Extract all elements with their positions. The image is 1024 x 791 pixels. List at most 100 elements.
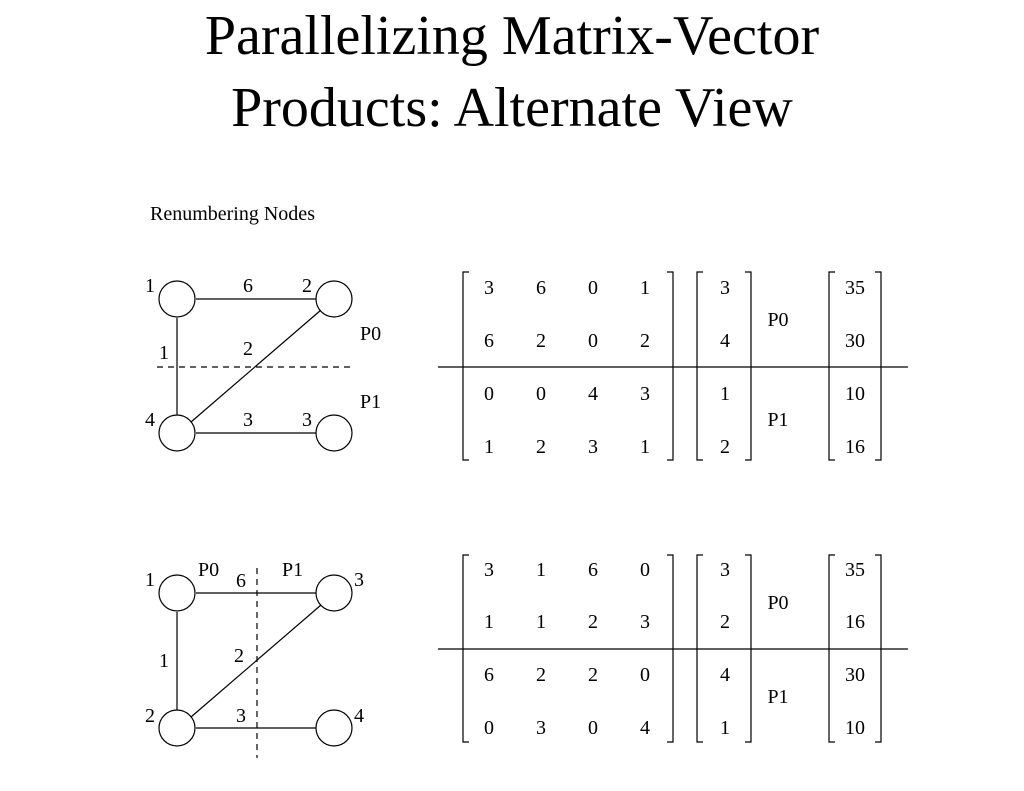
- result-cell: 16: [845, 611, 865, 633]
- bracket-right: [667, 271, 674, 461]
- node-label: 3: [302, 409, 312, 431]
- partition-label: P1: [767, 686, 788, 708]
- node-circle: [158, 709, 196, 747]
- matrix-cell: 1: [640, 277, 650, 299]
- result-cell: 35: [845, 277, 865, 299]
- matrix-cell: 3: [588, 436, 598, 458]
- slide-title: Parallelizing Matrix-Vector Products: Al…: [0, 0, 1024, 144]
- node-label: 2: [145, 705, 155, 727]
- edge-weight: 2: [234, 645, 244, 667]
- matrix-cell: 1: [484, 611, 494, 633]
- result-cell: 16: [845, 436, 865, 458]
- edge-weight: 6: [243, 275, 253, 297]
- title-line-1: Parallelizing Matrix-Vector: [204, 5, 820, 67]
- matrix-cell: 0: [484, 717, 494, 739]
- result-cell: 10: [845, 717, 865, 739]
- bracket-right: [745, 271, 752, 461]
- matrix-cell: 0: [484, 383, 494, 405]
- matrix-cell: 3: [640, 611, 650, 633]
- matrix-cell: 2: [536, 330, 546, 352]
- matrix-cell: 1: [536, 559, 546, 581]
- matrix-cell: 1: [536, 611, 546, 633]
- node-circle: [158, 414, 196, 452]
- edge-weight: 6: [236, 570, 246, 592]
- edge-weight: 2: [243, 338, 253, 360]
- matrix-cell: 0: [588, 717, 598, 739]
- node-circle: [315, 574, 353, 612]
- matrix-cell: 3: [484, 277, 494, 299]
- partition-label: P0: [198, 559, 219, 581]
- matrix-cell: 3: [484, 559, 494, 581]
- matrix-cell: 6: [484, 664, 494, 686]
- matrix-cell: 6: [484, 330, 494, 352]
- matrix-cell: 2: [588, 611, 598, 633]
- partition-label: P1: [282, 559, 303, 581]
- node-label: 1: [145, 569, 155, 591]
- partition-label: P0: [767, 592, 788, 614]
- vector-cell: 2: [720, 436, 730, 458]
- result-cell: 35: [845, 559, 865, 581]
- result-cell: 30: [845, 330, 865, 352]
- node-label: 2: [302, 275, 312, 297]
- bracket-left: [462, 271, 469, 461]
- vector-cell: 3: [720, 277, 730, 299]
- matrix-cell: 1: [484, 436, 494, 458]
- node-circle: [158, 280, 196, 318]
- vector-cell: 4: [720, 664, 730, 686]
- matrix-cell: 2: [536, 436, 546, 458]
- node-circle: [315, 709, 353, 747]
- vector-cell: 1: [720, 717, 730, 739]
- result-cell: 30: [845, 664, 865, 686]
- edge-weight: 1: [159, 650, 169, 672]
- node-circle: [315, 414, 353, 452]
- matrix-cell: 3: [536, 717, 546, 739]
- matrix-cell: 6: [588, 559, 598, 581]
- edge-weight: 1: [159, 342, 169, 364]
- matrix-cell: 0: [588, 277, 598, 299]
- partition-label: P0: [360, 323, 381, 345]
- graph-renumbered-labels: 1 3 2 4 6 1 2 3 P0 P1: [145, 559, 364, 727]
- matrix-cell: 0: [640, 664, 650, 686]
- graph-renumbered: [158, 568, 353, 758]
- matrix-cell: 4: [640, 717, 650, 739]
- vector-cell: 2: [720, 611, 730, 633]
- matrix-cell: 0: [640, 559, 650, 581]
- graph-original: [157, 280, 353, 452]
- matrix-cell: 2: [536, 664, 546, 686]
- matrix-cell: 0: [588, 330, 598, 352]
- bracket-right: [875, 271, 882, 461]
- matrix-cell: 4: [588, 383, 598, 405]
- partition-label: P1: [767, 409, 788, 431]
- graph-original-labels: 1 2 4 3 6 1 2 3 P0 P1: [145, 275, 381, 431]
- node-label: 3: [354, 569, 364, 591]
- vector-cell: 4: [720, 330, 730, 352]
- matrix-cell: 0: [536, 383, 546, 405]
- edge-2-3: [190, 604, 322, 718]
- subtitle-renumbering-nodes: Renumbering Nodes: [150, 203, 315, 225]
- matrix-cell: 1: [640, 436, 650, 458]
- node-circle: [315, 280, 353, 318]
- node-label: 4: [354, 705, 364, 727]
- edge-4-2: [190, 309, 322, 423]
- matrix-cell: 2: [588, 664, 598, 686]
- matrix-cell: 3: [640, 383, 650, 405]
- title-line-2: Products: Alternate View: [231, 77, 793, 139]
- node-circle: [158, 574, 196, 612]
- bracket-left: [828, 271, 835, 461]
- vector-cell: 3: [720, 559, 730, 581]
- vector-cell: 1: [720, 383, 730, 405]
- result-cell: 10: [845, 383, 865, 405]
- edge-weight: 3: [243, 409, 253, 431]
- matrix-cell: 6: [536, 277, 546, 299]
- node-label: 4: [145, 409, 155, 431]
- partition-label: P1: [360, 391, 381, 413]
- node-label: 1: [145, 275, 155, 297]
- matrix-cell: 2: [640, 330, 650, 352]
- partition-label: P0: [767, 309, 788, 331]
- edge-weight: 3: [236, 705, 246, 727]
- bracket-left: [696, 271, 703, 461]
